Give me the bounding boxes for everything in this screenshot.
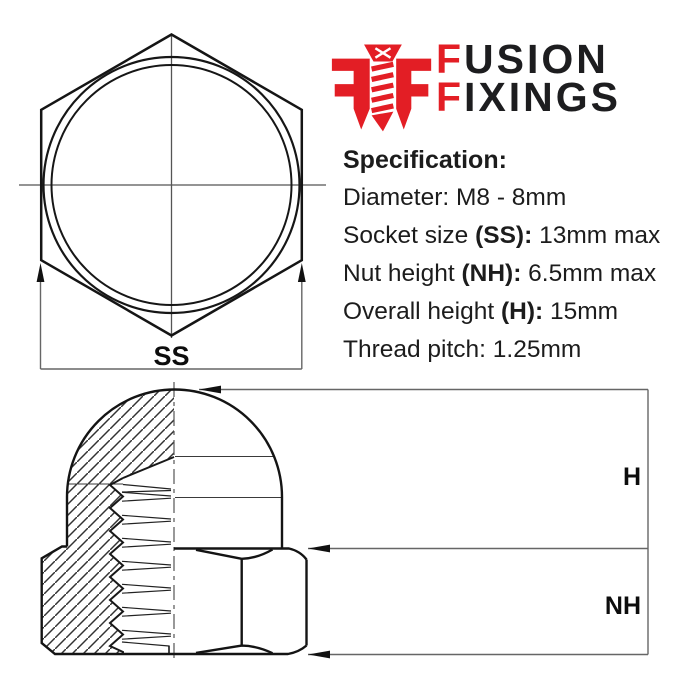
spec-text: Socket size <box>343 222 476 249</box>
specification-block: Specification: Diameter: M8 - 8mm Socket… <box>343 141 699 369</box>
height-dimensions: H NH <box>199 385 649 659</box>
dimension-lines <box>199 388 649 656</box>
spec-text-bold: (H): <box>500 298 544 325</box>
arrow-bottom <box>308 650 330 659</box>
spec-line-socket-size: Socket size (SS): 13mm max <box>343 217 699 255</box>
hex-section-outline <box>40 545 174 656</box>
spec-line-thread-pitch: Thread pitch: 1.25mm <box>343 331 699 369</box>
logo-right-f <box>396 58 432 130</box>
spec-line-nut-height: Nut height (NH): 6.5mm max <box>343 255 699 293</box>
logo-left-f <box>331 58 370 130</box>
thread-cone <box>122 456 175 479</box>
spec-text: 13mm max <box>532 222 661 249</box>
brand-word-1: FUSION <box>436 39 621 80</box>
spec-text-bold: (SS): <box>475 222 533 249</box>
brand-word1-rest: USION <box>464 36 609 82</box>
spec-text: 6.5mm max <box>521 260 657 287</box>
dome-arc <box>65 388 284 498</box>
logo-screw-tip <box>371 111 394 132</box>
socket-circle-inner <box>50 64 293 306</box>
brand-word1-initial: F <box>436 36 465 82</box>
spec-heading: Specification: <box>343 146 507 174</box>
ss-arrow-left <box>36 263 45 282</box>
internal-thread <box>108 456 175 654</box>
ss-dimension-lines <box>39 270 303 370</box>
spec-line-diameter: Diameter: M8 - 8mm <box>343 179 699 217</box>
spec-text: Overall height <box>343 298 501 325</box>
top-view-drawing: SS <box>19 33 326 371</box>
hex-bottom-face <box>174 644 308 656</box>
socket-circle-outer <box>42 55 301 315</box>
thread-crest-lines <box>121 483 172 647</box>
hex-chamfer-top <box>195 548 274 560</box>
arrow-nut-top <box>308 544 330 553</box>
spec-line-overall-height: Overall height (H): 15mm <box>343 293 699 331</box>
nut-height-label: NH <box>605 592 641 620</box>
brand-logo: FUSION FIXINGS <box>330 36 700 136</box>
arrow-overall-top <box>199 385 221 394</box>
ss-dimension-label: SS <box>153 341 189 371</box>
section-hatch-area <box>41 389 175 654</box>
hexagon-outline <box>39 33 304 337</box>
spec-text: Diameter: M8 - 8mm <box>343 184 567 211</box>
fusion-fixings-logo-icon <box>331 44 432 132</box>
brand-word2-initial: F <box>436 74 465 120</box>
ss-arrow-right <box>297 263 306 282</box>
spec-text-bold: (NH): <box>461 260 522 287</box>
spec-text: 15mm <box>543 298 619 325</box>
brand-word2-rest: IXINGS <box>464 74 622 120</box>
spec-text: Nut height <box>343 260 462 287</box>
logo-screw-slot <box>374 47 392 59</box>
dome-nut-outline <box>40 388 308 656</box>
thread-zigzag <box>108 477 125 654</box>
brand-wordmark: FUSION FIXINGS <box>436 39 621 118</box>
spec-text: Thread pitch: 1.25mm <box>343 336 582 363</box>
brand-word-2: FIXINGS <box>436 77 621 118</box>
hex-chamfer-bottom <box>195 644 274 655</box>
side-view-drawing: H NH <box>40 382 649 663</box>
hex-top-face <box>174 547 308 561</box>
overall-height-label: H <box>623 463 641 491</box>
